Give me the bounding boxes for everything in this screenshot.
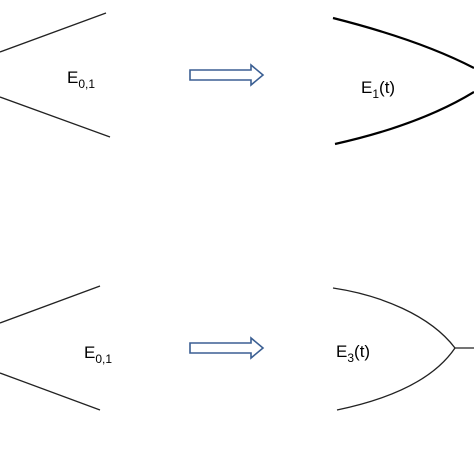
top-left-figure: E0,1	[0, 12, 111, 138]
top-right-lower-curve	[334, 91, 474, 146]
top-transition-arrow-icon	[189, 63, 265, 87]
bottom-right-upper-curve	[332, 287, 456, 349]
bottom-right-figure: E3(t)	[332, 287, 474, 411]
bottom-left-label: E0,1	[84, 343, 112, 366]
bottom-right-lower-curve	[336, 347, 456, 411]
bottom-left-lower-line	[0, 372, 101, 411]
bottom-right-label: E3(t)	[336, 342, 370, 365]
top-right-label: E1(t)	[361, 78, 395, 101]
bottom-transition-arrow-icon	[189, 336, 265, 360]
top-left-label: E0,1	[67, 68, 95, 91]
top-left-lower-line	[0, 96, 111, 138]
top-right-upper-curve	[332, 16, 474, 69]
top-right-figure: E1(t)	[332, 16, 474, 146]
bottom-left-figure: E0,1	[0, 285, 112, 411]
bottom-left-upper-line	[0, 285, 101, 324]
top-left-upper-line	[0, 12, 107, 53]
